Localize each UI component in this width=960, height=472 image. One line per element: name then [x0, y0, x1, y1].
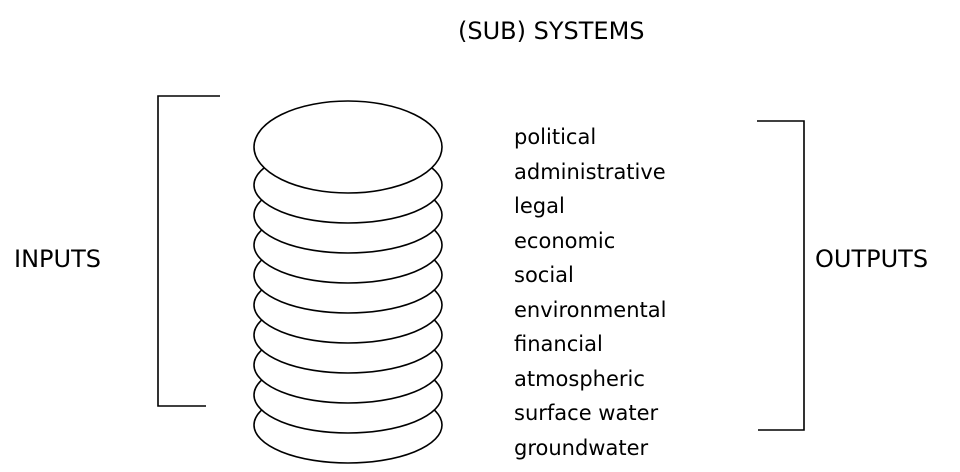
subsystem-label: financial	[514, 332, 603, 356]
subsystem-label: economic	[514, 228, 616, 253]
diagram-title: (SUB) SYSTEMS	[458, 17, 645, 45]
subsystem-label: political	[514, 125, 597, 149]
subsystem-label: surface water	[514, 401, 659, 425]
inputs-bracket	[157, 95, 220, 407]
subsystem-label: atmospheric	[514, 366, 645, 391]
subsystem-label: environmental	[514, 297, 667, 322]
subsystem-label: social	[514, 263, 574, 287]
subsystem-label: administrative	[514, 159, 666, 184]
subsystem-list: political administrative legal economic …	[514, 120, 666, 465]
outputs-label: OUTPUTS	[815, 245, 929, 273]
inputs-label: INPUTS	[14, 245, 101, 273]
subsystem-label: legal	[514, 194, 565, 218]
disc-stack	[253, 100, 443, 464]
outputs-bracket	[757, 120, 805, 431]
subsystem-label: groundwater	[514, 435, 649, 460]
disc-political	[253, 100, 443, 194]
